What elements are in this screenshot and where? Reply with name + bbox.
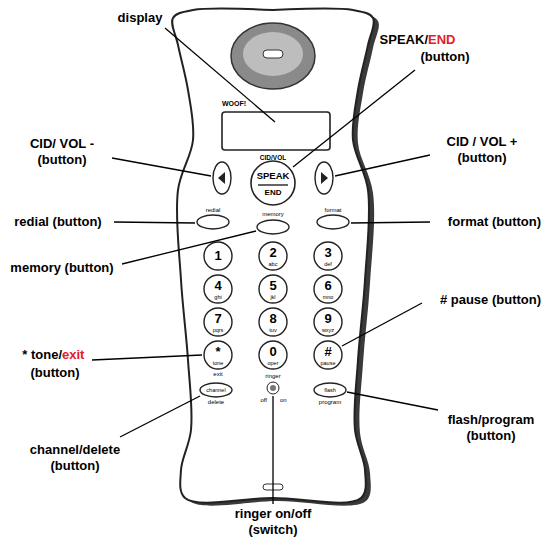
function-button (314, 383, 346, 397)
button-text: 8 (269, 311, 276, 327)
button-text: ghi (214, 294, 221, 301)
leader-line (335, 155, 430, 176)
button-text: 7 (214, 311, 221, 327)
button-text: format (324, 207, 341, 215)
cid-button (315, 162, 333, 194)
key-button (314, 308, 342, 336)
button-text: abc (269, 261, 278, 268)
speak-button (251, 161, 295, 205)
brand-text: WOOF! (222, 100, 246, 109)
handset-body (172, 8, 379, 505)
key-button (259, 308, 287, 336)
leader-line (293, 70, 415, 167)
button-text: 1 (214, 248, 221, 264)
callout-label: CID/ VOL - (button) (15, 136, 110, 169)
button-text: tone (213, 360, 224, 367)
leader-line (114, 222, 195, 223)
leader-line (112, 158, 211, 176)
function-button (197, 215, 229, 229)
function-button (317, 215, 349, 229)
leader-line (165, 28, 275, 122)
key-button (259, 275, 287, 303)
key-button (314, 242, 342, 270)
callout-label: memory (button) (10, 260, 113, 276)
button-text: oper (267, 360, 278, 367)
key-button (204, 308, 232, 336)
button-text: CID/VOL (260, 154, 286, 162)
button-text: channel (206, 387, 225, 394)
button-text: wxyz (322, 327, 334, 334)
button-text: delete (208, 399, 224, 407)
key-button (204, 242, 232, 270)
button-text: tuv (269, 327, 276, 334)
leader-line (351, 222, 430, 223)
button-text: def (324, 261, 332, 268)
key-button (314, 341, 342, 369)
button-text: 4 (214, 278, 221, 294)
key-button (314, 275, 342, 303)
speak-divider (258, 184, 288, 185)
callout-label: redial (button) (14, 214, 101, 230)
callout-label: flash/program (button) (441, 412, 541, 445)
button-text: off (260, 397, 267, 405)
leader-lines (92, 28, 438, 504)
leader-line (342, 303, 422, 346)
key-button (204, 341, 232, 369)
earpiece-inner (243, 32, 303, 76)
button-text: 5 (269, 278, 276, 294)
cid-button (213, 162, 231, 194)
callout-label: exit (62, 347, 84, 363)
button-text: 9 (324, 311, 331, 327)
arrow-mark (218, 172, 225, 184)
button-text: mno (323, 294, 334, 301)
callout-label: * tone/ (22, 347, 62, 363)
leader-line (92, 355, 202, 360)
button-text: redial (206, 207, 221, 215)
key-button (259, 242, 287, 270)
earpiece (231, 23, 315, 89)
callout-label: format (button) (448, 214, 541, 230)
leader-line (120, 396, 200, 437)
callout-label: channel/delete (button) (16, 442, 134, 475)
button-text: 0 (269, 344, 276, 360)
callout-label: display (118, 10, 163, 26)
function-button (257, 220, 289, 234)
button-text: memory (262, 211, 284, 219)
button-text: END (265, 188, 282, 198)
arrow-mark (321, 172, 328, 184)
earpiece-slot (263, 50, 283, 58)
leader-line (347, 392, 438, 410)
button-text: jkl (270, 294, 275, 301)
button-text: SPEAK (257, 170, 290, 182)
callout-label: (button) (30, 365, 79, 381)
button-text: pqrs (213, 327, 224, 334)
button-text: 2 (269, 245, 276, 261)
button-text: flash (324, 387, 336, 394)
button-text: on (280, 397, 287, 405)
callout-label: (button) (420, 49, 469, 65)
button-text: 3 (324, 245, 331, 261)
callout-label: END (428, 32, 455, 48)
button-text: pause (321, 360, 336, 367)
button-text: exit (213, 371, 222, 379)
ringer-switch-knob (270, 385, 276, 391)
key-button (259, 341, 287, 369)
function-button (200, 383, 232, 397)
callout-label: CID / VOL + (button) (432, 134, 532, 167)
callout-label: # pause (button) (440, 292, 541, 308)
ringer-switch (267, 382, 279, 394)
button-text: program (319, 399, 341, 407)
callout-label: ringer on/off (switch) (218, 506, 328, 539)
button-text: # (324, 344, 331, 360)
button-text: * (215, 344, 220, 360)
button-text: ringer (265, 373, 280, 381)
callout-label: SPEAK/ (380, 32, 428, 48)
button-text: 6 (324, 278, 331, 294)
leader-line (272, 396, 273, 504)
leader-line (122, 231, 256, 264)
key-button (204, 275, 232, 303)
display-screen (222, 112, 330, 150)
